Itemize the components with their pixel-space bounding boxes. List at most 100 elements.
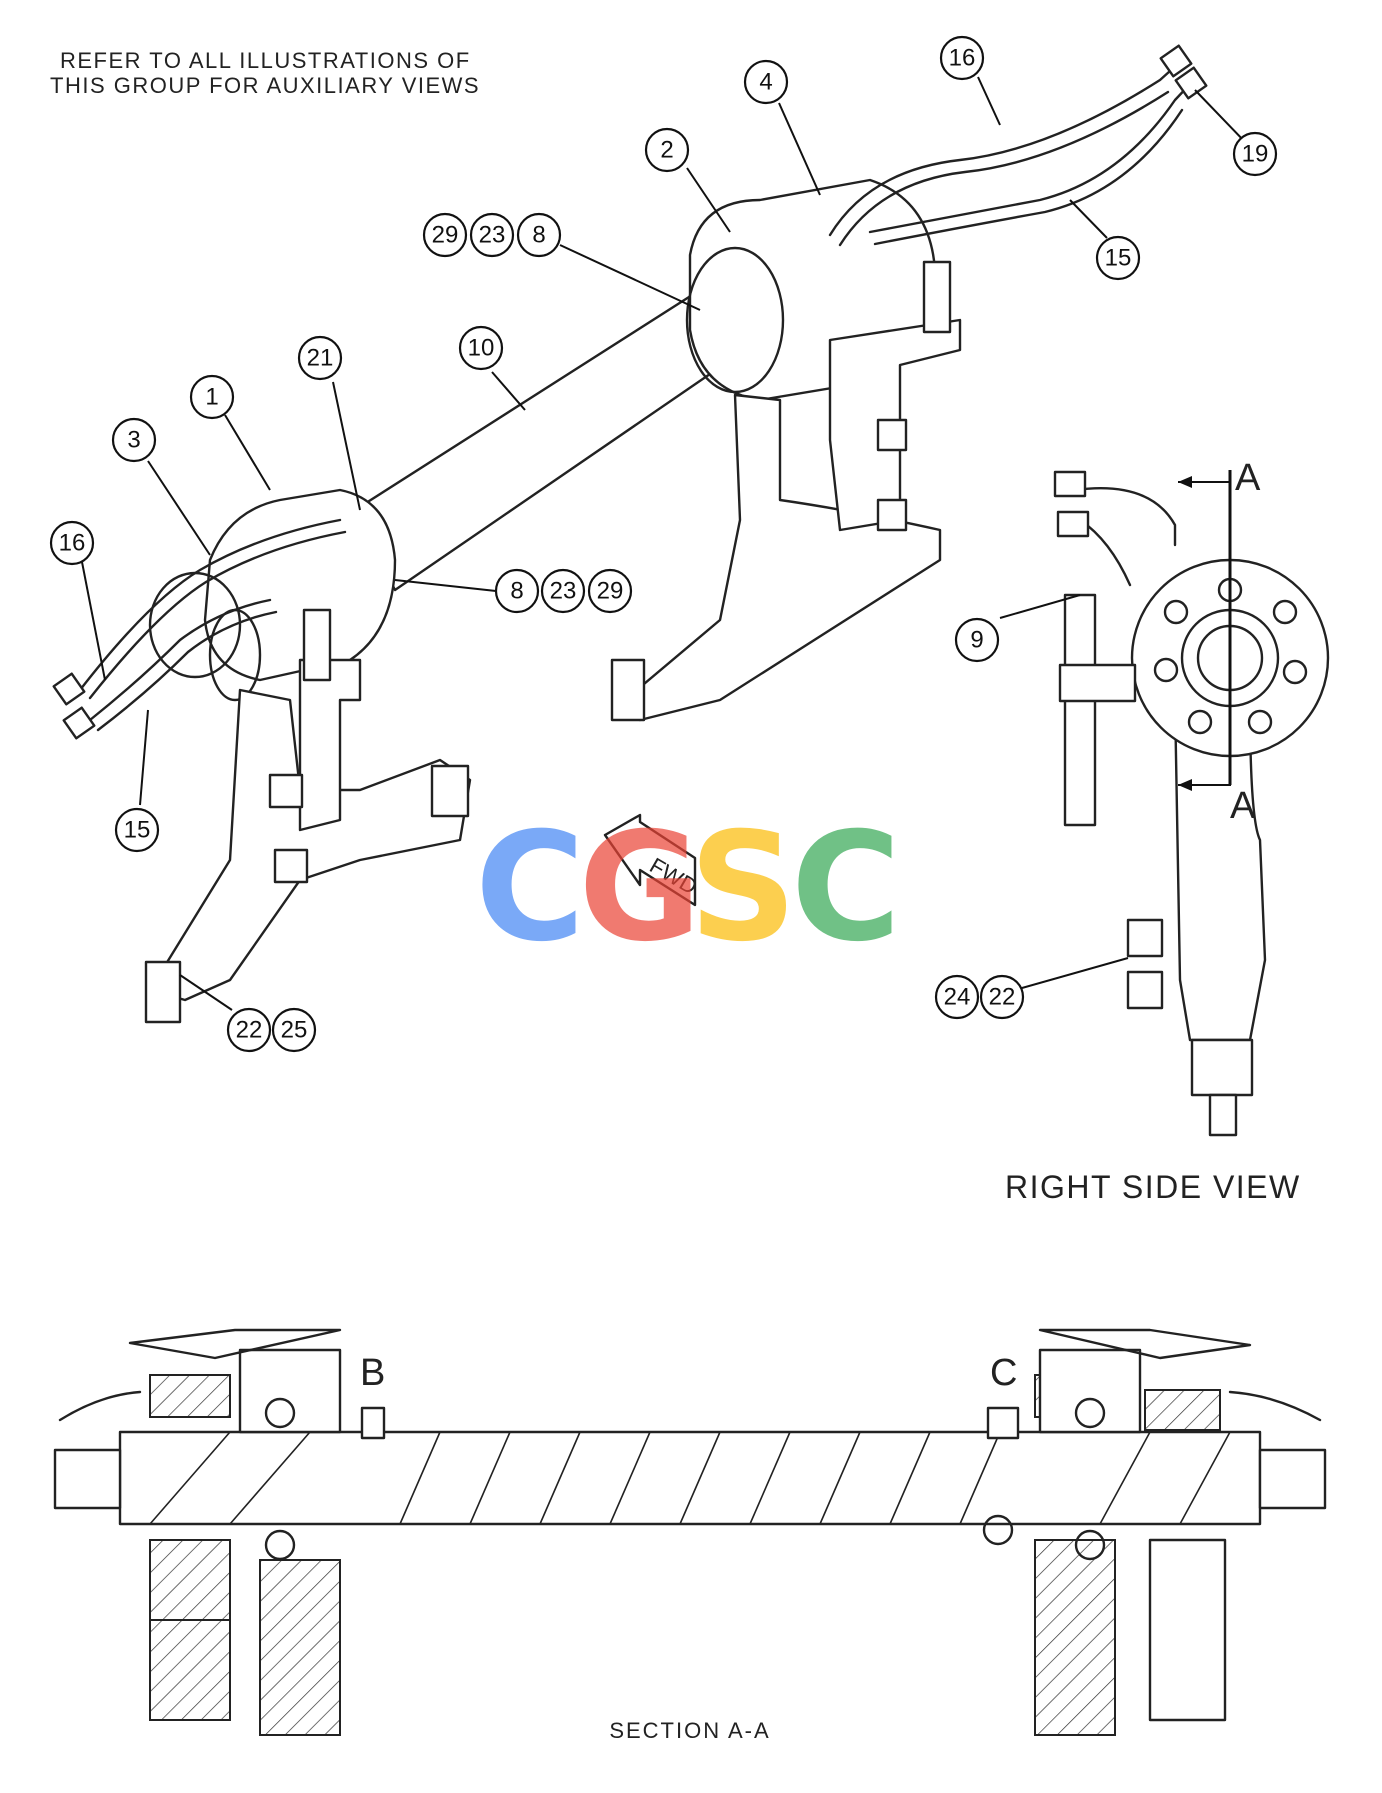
watermark-letter-c2: C [791, 801, 901, 975]
right-housing-face [685, 246, 785, 394]
leader-24 [1014, 957, 1129, 991]
callout-8: 8 [494, 568, 540, 614]
svg-text:10: 10 [468, 335, 495, 362]
section-right-inner-race-top [1038, 1348, 1142, 1434]
section-shaft-hatch [149, 1431, 1231, 1525]
rsv-bolt-hole-3 [1282, 659, 1308, 685]
rsv-bolt-hole-2 [1272, 599, 1298, 625]
hose-16-right-outer [838, 90, 1170, 247]
leader-8b [394, 579, 497, 592]
leader-4 [778, 102, 821, 196]
section-left-ball-top [264, 1397, 296, 1429]
section-left-inner-race-top [238, 1348, 342, 1434]
callout-29: 29 [587, 568, 633, 614]
forward-arrow: FWD [603, 813, 701, 907]
svg-text:22: 22 [989, 984, 1016, 1011]
callout-19: 19 [1232, 131, 1278, 177]
svg-text:19: 19 [1242, 141, 1269, 168]
svg-text:25: 25 [281, 1017, 308, 1044]
rsv-clamp-block [1058, 663, 1137, 703]
callout-15: 15 [1095, 235, 1141, 281]
rsv-bolt-hole-7 [1163, 599, 1189, 625]
left-lower-bolt [144, 960, 182, 1024]
watermark-letter-g: G [578, 801, 701, 975]
leader-lines [81, 76, 1248, 1011]
hose-15-right [868, 80, 1194, 234]
left-bearing-housing [203, 488, 397, 682]
axle-assembly-drawing [52, 44, 1208, 1024]
section-caption: SECTION A-A [609, 1718, 770, 1743]
callout-23: 23 [469, 212, 515, 258]
svg-text:22: 22 [236, 1017, 263, 1044]
callout-8: 8 [516, 212, 562, 258]
leader-21 [332, 381, 361, 511]
left-nut-2 [273, 848, 309, 884]
left-nut-1 [268, 773, 304, 809]
section-left-hose-side [58, 1390, 142, 1422]
leader-1 [224, 414, 271, 491]
section-right-outer-top [1144, 1389, 1221, 1431]
leader-22a [179, 974, 233, 1011]
section-left-end [53, 1448, 122, 1510]
leader-16a [977, 76, 1001, 126]
svg-text:23: 23 [550, 578, 577, 605]
watermark-letter-s: S [689, 801, 797, 975]
fitting-left-b [62, 706, 96, 740]
svg-text:15: 15 [1105, 245, 1132, 272]
callout-25: 25 [271, 1007, 317, 1053]
callout-24: 24 [934, 974, 980, 1020]
callout-1: 1 [189, 374, 235, 420]
section-a-a-drawing: B C [53, 1328, 1327, 1736]
svg-text:4: 4 [759, 69, 772, 96]
hose-15-right-outer [873, 108, 1184, 246]
right-lower-bolt [610, 658, 646, 722]
callout-16: 16 [939, 35, 985, 81]
rsv-foot [1190, 1038, 1254, 1097]
rsv-fitting-2 [1056, 510, 1090, 538]
callout-16: 16 [49, 520, 95, 566]
svg-text:21: 21 [307, 345, 334, 372]
svg-text:29: 29 [432, 222, 459, 249]
callout-21: 21 [297, 335, 343, 381]
callout-10: 10 [458, 325, 504, 371]
left-end-nut [430, 764, 470, 818]
section-left-ball-bottom [264, 1529, 296, 1561]
callouts: 16 4 2 19 15 29 23 8 10 21 1 3 16 8 23 2… [49, 35, 1278, 1053]
callout-23: 23 [540, 568, 586, 614]
section-left-inner-housing [259, 1559, 341, 1736]
left-clamp-block [298, 658, 362, 832]
leader-3 [147, 460, 211, 556]
callout-4: 4 [743, 59, 789, 105]
rsv-nut-2 [1126, 970, 1164, 1010]
svg-text:16: 16 [59, 530, 86, 557]
section-left-collar [360, 1406, 386, 1440]
right-side-view-caption: RIGHT SIDE VIEW [1005, 1169, 1301, 1205]
section-arrowhead-top [1178, 476, 1192, 488]
hose-16-right [828, 60, 1182, 237]
leader-19 [1194, 89, 1248, 145]
section-mark-bottom: A [1230, 785, 1256, 827]
svg-text:15: 15 [124, 817, 151, 844]
section-left-housing [149, 1619, 231, 1721]
svg-text:8: 8 [532, 222, 545, 249]
section-right-grease-fitting [982, 1514, 1014, 1546]
section-shaft [118, 1430, 1262, 1526]
leader-8a [559, 244, 701, 311]
detail-c-label: C [990, 1352, 1017, 1394]
leader-15b [139, 709, 149, 806]
section-mark-top: A [1235, 457, 1261, 499]
leader-16b [81, 561, 106, 681]
right-bolt-1 [922, 260, 952, 334]
right-side-view: A A [1053, 457, 1330, 1137]
rsv-clamp-bar [1063, 593, 1097, 827]
callout-22: 22 [226, 1007, 272, 1053]
rsv-bolt-hole-6 [1153, 657, 1179, 683]
forward-arrow-shape [603, 813, 697, 907]
right-nut-1 [876, 418, 908, 452]
section-left-bearing-top [149, 1374, 231, 1418]
hose-15-left [88, 598, 272, 722]
leader-2 [686, 167, 731, 233]
rsv-hose-upper [1073, 486, 1177, 547]
watermark-letter-c1: C [475, 801, 585, 975]
callout-3: 3 [111, 417, 157, 463]
